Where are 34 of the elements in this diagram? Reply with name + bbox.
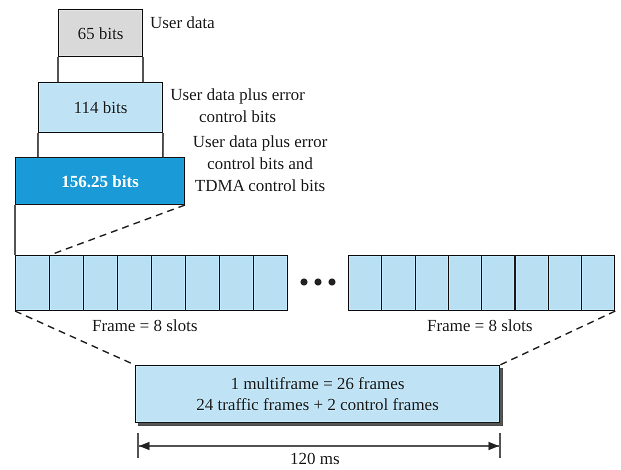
time-slot — [514, 255, 549, 311]
bit-count: 114 bits — [74, 97, 128, 118]
multiframe-box — [135, 365, 500, 423]
time-slot — [15, 255, 50, 311]
time-slot — [414, 255, 449, 311]
box-text: 1 multiframe = 26 frames — [230, 373, 404, 394]
description-text: User data plus error control bits — [170, 84, 305, 128]
connector-line — [142, 57, 144, 82]
time-slot — [151, 255, 186, 311]
bit-count: 156.25 bits — [61, 170, 139, 192]
time-slot — [481, 255, 516, 311]
time-slot — [381, 255, 416, 311]
time-slot — [117, 255, 152, 311]
time-slot — [219, 255, 254, 311]
bit-count: 65 bits — [78, 22, 124, 44]
time-slot — [185, 255, 220, 311]
connector-line — [37, 133, 39, 157]
connector-line — [162, 133, 164, 157]
box-text: 24 traffic frames + 2 control frames — [196, 394, 439, 415]
time-slot — [49, 255, 84, 311]
data-block — [58, 9, 143, 57]
burst-block — [15, 157, 185, 205]
time-slot — [548, 255, 582, 311]
time-slot — [448, 255, 482, 311]
connector-line — [57, 57, 59, 82]
time-slot — [348, 255, 382, 311]
time-slot — [83, 255, 118, 311]
data-block — [38, 82, 163, 133]
connector-line — [14, 205, 16, 255]
description-text: User data — [150, 12, 216, 34]
time-slot — [253, 255, 288, 311]
description-text: User data plus error control bits and TDMA control bits — [192, 131, 328, 197]
dashed-line — [500, 310, 616, 366]
time-slot — [581, 255, 616, 311]
